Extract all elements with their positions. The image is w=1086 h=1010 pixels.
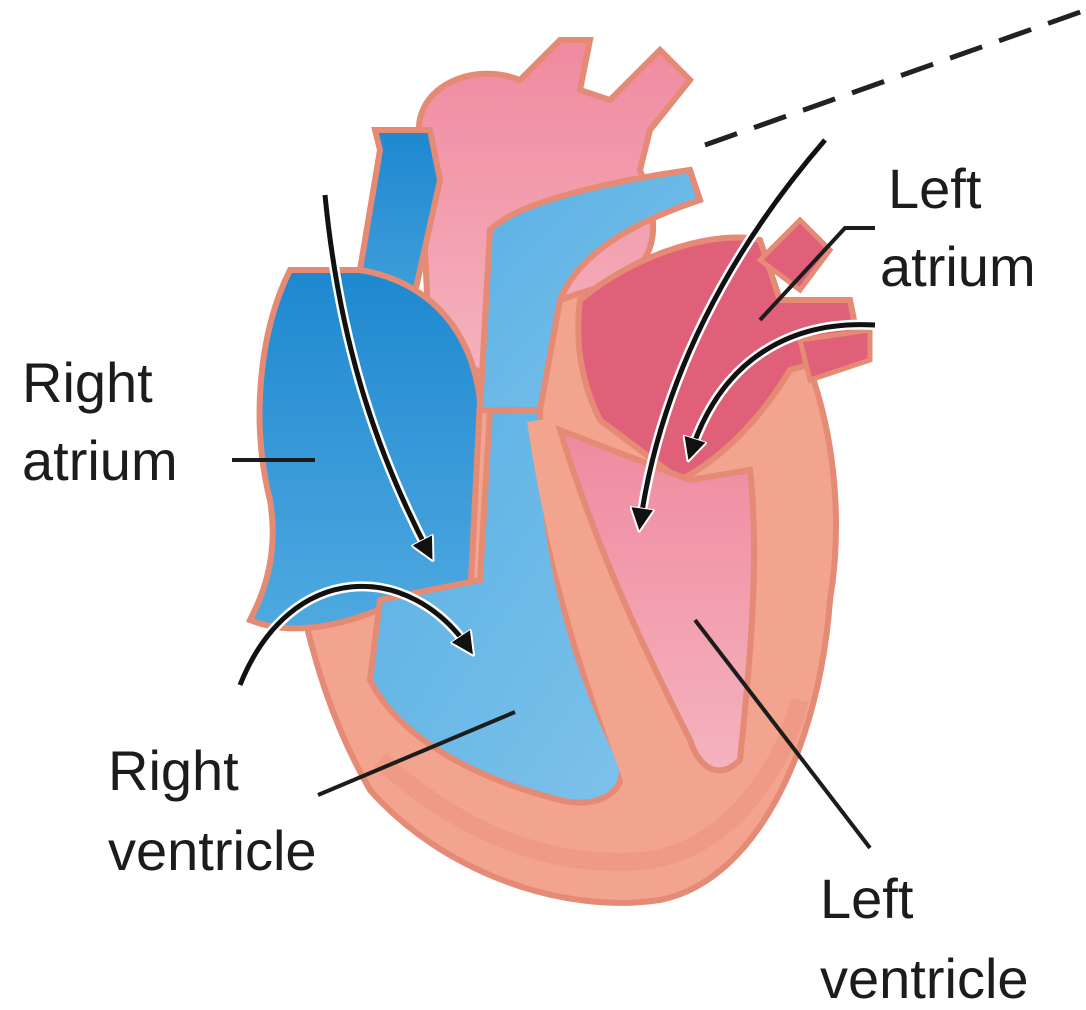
label-left-ventricle: Left ventricle — [820, 867, 1029, 1010]
label-right-atrium: Right atrium — [22, 351, 178, 492]
right-atrium — [250, 270, 480, 628]
label-right-ventricle: Right ventricle — [108, 739, 317, 882]
dashed-pointer — [705, 10, 1086, 145]
label-left-atrium: Left atrium — [880, 157, 1036, 298]
